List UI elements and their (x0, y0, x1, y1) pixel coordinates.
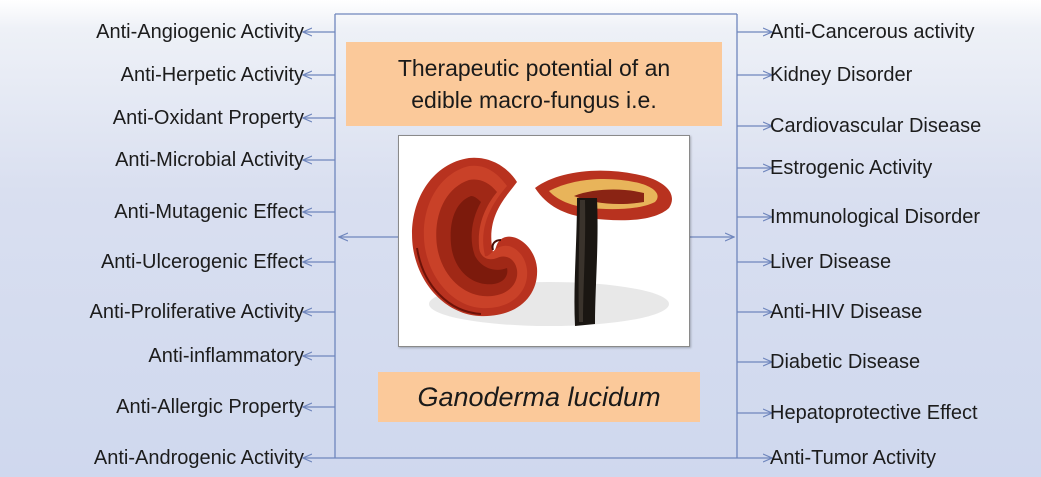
left-activity-item: Anti-inflammatory (148, 344, 304, 368)
title-box: Therapeutic potential of an edible macro… (346, 42, 722, 126)
left-activity-item: Anti-Microbial Activity (115, 148, 304, 172)
left-activity-item: Anti-Allergic Property (116, 395, 304, 419)
mushroom-photo (398, 135, 690, 347)
right-activity-item: Immunological Disorder (770, 205, 980, 229)
ganoderma-mushroom-icon (399, 136, 689, 346)
species-box: Ganoderma lucidum (378, 372, 700, 422)
right-activity-item: Diabetic Disease (770, 350, 920, 374)
left-activity-item: Anti-Mutagenic Effect (114, 200, 304, 224)
left-activity-item: Anti-Angiogenic Activity (96, 20, 304, 44)
right-activity-item: Liver Disease (770, 250, 891, 274)
species-name: Ganoderma lucidum (417, 382, 660, 413)
diagram-title: Therapeutic potential of an edible macro… (364, 52, 704, 116)
right-activity-item: Estrogenic Activity (770, 156, 932, 180)
right-activity-item: Anti-Cancerous activity (770, 20, 975, 44)
left-activity-item: Anti-Androgenic Activity (94, 446, 304, 470)
left-activity-item: Anti-Ulcerogenic Effect (101, 250, 304, 274)
right-activity-item: Kidney Disorder (770, 63, 912, 87)
right-activity-item: Hepatoprotective Effect (770, 401, 978, 425)
right-activity-item: Anti-Tumor Activity (770, 446, 936, 470)
left-activity-item: Anti-Oxidant Property (113, 106, 304, 130)
left-activity-item: Anti-Proliferative Activity (89, 300, 304, 324)
left-activity-item: Anti-Herpetic Activity (121, 63, 304, 87)
right-activity-item: Anti-HIV Disease (770, 300, 922, 324)
right-activity-item: Cardiovascular Disease (770, 114, 981, 138)
